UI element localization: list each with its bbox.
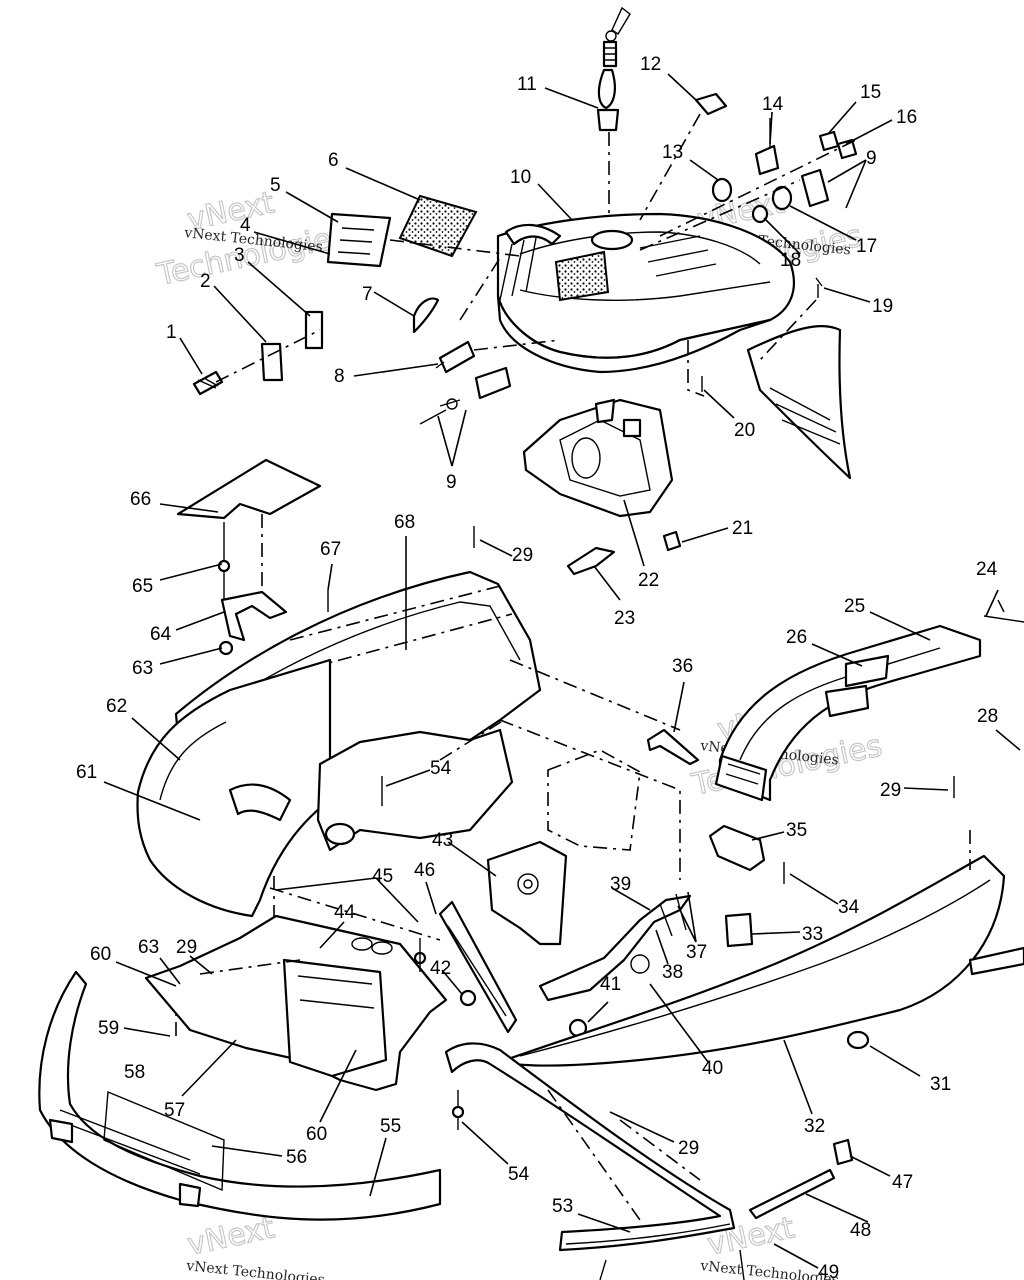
callout-label: 15 bbox=[860, 82, 881, 103]
callout-label: 54 bbox=[508, 1164, 530, 1185]
callout-label: 38 bbox=[662, 962, 683, 983]
callout-label: 34 bbox=[838, 897, 860, 918]
watermark-big: Technologies bbox=[153, 219, 350, 294]
callout-label: 16 bbox=[896, 107, 917, 128]
callout-label: 29 bbox=[678, 1138, 699, 1159]
callout-label: 13 bbox=[662, 142, 683, 163]
callout-label: 57 bbox=[164, 1100, 185, 1121]
callout-label: 39 bbox=[610, 874, 631, 895]
callout-label: 25 bbox=[844, 596, 865, 617]
callout-label: 53 bbox=[552, 1196, 573, 1217]
callout-label: 44 bbox=[334, 902, 356, 923]
callout-label: 45 bbox=[372, 866, 393, 887]
callout-label: 2 bbox=[200, 271, 211, 292]
callout-label: 4 bbox=[240, 215, 251, 236]
callout-labels: 11 12 14 15 16 9 13 10 6 5 4 3 2 1 7 8 1… bbox=[76, 54, 998, 1280]
callout-label: 60 bbox=[90, 944, 111, 965]
callout-label: 43 bbox=[432, 830, 453, 851]
callout-label: 68 bbox=[394, 512, 415, 533]
callout-label: 19 bbox=[872, 296, 893, 317]
callout-label: 3 bbox=[234, 245, 245, 266]
callout-label: 46 bbox=[414, 860, 435, 881]
hood-assembly bbox=[192, 6, 861, 576]
callout-label: 28 bbox=[977, 706, 998, 727]
callout-label: 63 bbox=[132, 658, 153, 679]
side-assembly bbox=[444, 599, 1024, 1280]
callout-label: 14 bbox=[762, 94, 784, 115]
callout-label: 1 bbox=[166, 322, 177, 343]
callout-label: 23 bbox=[614, 608, 635, 629]
callout-label: 31 bbox=[930, 1074, 951, 1095]
callout-label: 54 bbox=[430, 758, 452, 779]
callout-label: 63 bbox=[138, 937, 159, 958]
callout-label: 59 bbox=[98, 1018, 119, 1039]
callout-label: 9 bbox=[866, 148, 877, 169]
callout-label: 7 bbox=[362, 284, 373, 305]
callout-label: 41 bbox=[600, 974, 621, 995]
callout-label: 24 bbox=[976, 559, 998, 580]
callout-label: 62 bbox=[106, 696, 127, 717]
callout-label: 20 bbox=[734, 420, 755, 441]
callout-label: 32 bbox=[804, 1116, 825, 1137]
callout-label: 67 bbox=[320, 539, 341, 560]
callout-label: 56 bbox=[286, 1147, 307, 1168]
callout-label: 36 bbox=[672, 656, 693, 677]
callout-label: 60 bbox=[306, 1124, 327, 1145]
callout-label: 65 bbox=[132, 576, 153, 597]
callout-label: 29 bbox=[176, 937, 197, 958]
callout-label: 6 bbox=[328, 150, 339, 171]
watermark-small: vNext Technologies bbox=[185, 1258, 326, 1280]
callout-label: 40 bbox=[702, 1058, 723, 1079]
callout-label: 29 bbox=[512, 545, 533, 566]
callout-label: 66 bbox=[130, 489, 151, 510]
callout-label: 12 bbox=[640, 54, 661, 75]
callout-label: 10 bbox=[510, 167, 531, 188]
callout-label: 58 bbox=[124, 1062, 145, 1083]
callout-label: 9 bbox=[446, 472, 457, 493]
watermark-big: vNext bbox=[184, 1210, 277, 1263]
callout-label: 33 bbox=[802, 924, 823, 945]
callout-label: 21 bbox=[732, 518, 753, 539]
callout-label: 11 bbox=[517, 74, 537, 95]
callout-label: 49 bbox=[818, 1262, 839, 1280]
callout-label: 64 bbox=[150, 624, 172, 645]
leader-lines bbox=[103, 73, 1021, 1269]
callout-label: 5 bbox=[270, 175, 281, 196]
callout-label: 18 bbox=[780, 250, 801, 271]
callout-label: 48 bbox=[850, 1220, 871, 1241]
nose-assembly bbox=[38, 458, 785, 1221]
callout-label: 42 bbox=[430, 958, 451, 979]
callout-label: 37 bbox=[686, 942, 707, 963]
callout-label: 61 bbox=[76, 762, 97, 783]
callout-label: 22 bbox=[638, 570, 659, 591]
callout-label: 47 bbox=[892, 1172, 913, 1193]
callout-label: 35 bbox=[786, 820, 807, 841]
callout-label: 26 bbox=[786, 627, 807, 648]
callout-label: 55 bbox=[380, 1116, 401, 1137]
callout-label: 29 bbox=[880, 780, 901, 801]
callout-label: 17 bbox=[856, 236, 877, 257]
callout-label: 8 bbox=[334, 366, 345, 387]
